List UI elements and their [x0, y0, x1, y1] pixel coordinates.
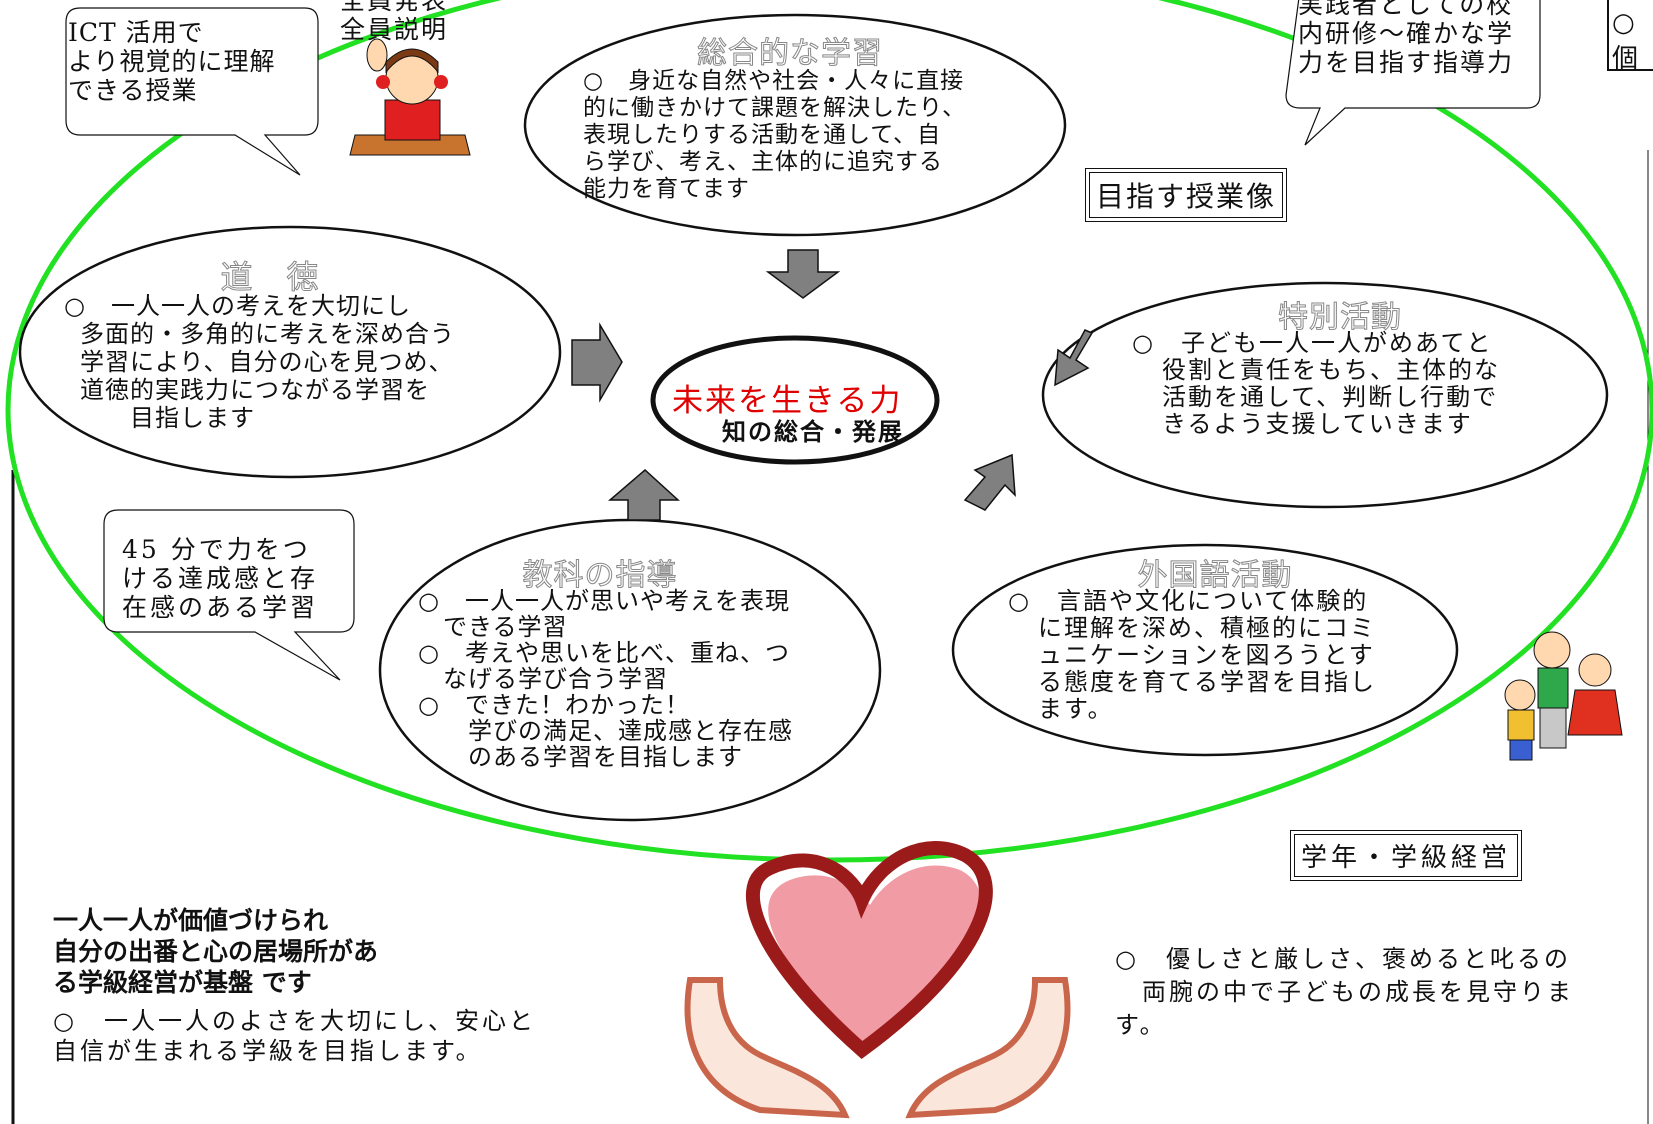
- kyoka-line: できる学習: [418, 613, 568, 641]
- children-illustration: [1504, 631, 1623, 761]
- sogo-line: ○ 身近な自然や社会・人々に直接: [583, 68, 965, 94]
- ict-speech-bubble: [65, 7, 319, 176]
- tokubetsu-ellipse: [1041, 281, 1609, 509]
- corner-box: [1607, 0, 1653, 71]
- ict-line: より視覚的に理解: [68, 47, 276, 76]
- sogo-line: 的に働きかけて課題を解決したり、: [583, 95, 967, 121]
- dotoku-ellipse: [18, 225, 562, 479]
- bubble-45-line: 45 分で力をつ: [122, 535, 311, 564]
- center-title: 未来を生きる力: [672, 383, 903, 419]
- caption-line: 全員説明: [340, 15, 449, 44]
- gakunen-label: 学年・学級経営: [1294, 834, 1519, 877]
- kyoka-title: 教科の指導: [522, 558, 678, 594]
- teacher-illustration: [349, 38, 471, 156]
- center-ellipse: [650, 335, 940, 465]
- bubble-45-text: 45 分で力をつ ける達成感と存 在感のある学習: [122, 535, 318, 622]
- bottom-left-line: 自信が生まれる学級を目指します。: [53, 1037, 483, 1065]
- arrow-up: [607, 468, 680, 521]
- gakunen-label-box: 学年・学級経営: [1290, 830, 1523, 881]
- tokubetsu-line: 活動を通して、判断し行動で: [1162, 383, 1499, 411]
- bottom-left-text: ○ 一人一人のよさを大切にし、安心と 自信が生まれる学級を目指します。: [53, 1006, 536, 1066]
- top-caption: 全員発表 全員説明: [340, 0, 448, 44]
- gaikokugo-line: る態度を育てる学習を目指し: [1038, 668, 1376, 696]
- dotoku-line: ○ 一人一人の考えを大切にし: [64, 292, 411, 320]
- teacher-line: 力を目指す指導力: [1298, 48, 1515, 77]
- corner-box-text: ○個: [1612, 8, 1639, 74]
- gaikokugo-ellipse: [951, 543, 1459, 757]
- heading-line: 一人一人が価値づけられ: [53, 906, 329, 935]
- arrow-up-left: [963, 453, 1016, 511]
- bottom-right-line: ○ 優しさと厳しさ、褒めると叱るの: [1115, 945, 1571, 973]
- kyoka-line: ○ 一人一人が思いや考えを表現: [418, 587, 790, 615]
- sogo-ellipse: [523, 13, 1067, 237]
- forty-five-min-bubble: [103, 509, 355, 681]
- center-subtitle: 知の総合・発展: [722, 418, 904, 446]
- dotoku-line: 多面的・多角的に考えを深め合う: [80, 320, 455, 348]
- dotoku-line: 目指します: [80, 404, 255, 432]
- gaikokugo-line: ます。: [1038, 695, 1114, 723]
- teacher-line: 内研修～確かな学: [1298, 19, 1515, 48]
- gaikokugo-line: ○ 言語や文化について体験的: [1008, 587, 1369, 615]
- teacher-line: 実践者としての校: [1298, 0, 1514, 19]
- tokubetsu-title: 特別活動: [1278, 300, 1402, 336]
- bottom-left-line: ○ 一人一人のよさを大切にし、安心と: [53, 1007, 536, 1035]
- heart-hands-illustration: [684, 840, 1071, 1119]
- kyoka-line: のある学習を目指します: [418, 743, 743, 771]
- bottom-right-line: 両腕の中で子どもの成長を見守りま: [1115, 978, 1574, 1006]
- bubble-45-line: ける達成感と存: [122, 564, 319, 593]
- goal-label-box: 目指す授業像: [1085, 168, 1288, 222]
- ict-line: できる授業: [68, 76, 198, 105]
- ict-line: ICT 活用で: [68, 18, 204, 47]
- goal-label: 目指す授業像: [1089, 172, 1284, 218]
- dotoku-text: ○ 一人一人の考えを大切にし 多面的・多角的に考えを深め合う 学習により、自分の…: [64, 292, 455, 432]
- arrow-left-up: [1054, 329, 1094, 387]
- heading-line: る学級経営が基盤 です: [53, 968, 312, 997]
- kyoka-text: ○ 一人一人が思いや考えを表現 できる学習 ○ 考えや思いを比べ、重ね、つ なげ…: [418, 588, 793, 770]
- ict-bubble-text: ICT 活用で より視覚的に理解 できる授業: [68, 18, 276, 105]
- sogo-title: 総合的な学習: [697, 36, 883, 72]
- dotoku-line: 学習により、自分の心を見つめ、: [80, 348, 454, 376]
- sogo-line: 能力を育てます: [583, 176, 750, 202]
- tokubetsu-line: きるよう支援していきます: [1162, 410, 1473, 438]
- kyoka-line: ○ 考えや思いを比べ、重ね、つ: [418, 639, 790, 667]
- tokubetsu-text: ○ 子ども一人一人がめあてと 役割と責任をもち、主体的な 活動を通して、判断し行…: [1132, 330, 1500, 438]
- bottom-left-heading: 一人一人が価値づけられ 自分の出番と心の居場所があ る学級経営が基盤 です: [53, 905, 378, 998]
- arrow-right: [571, 322, 623, 403]
- gaikokugo-line: に理解を深め、積極的にコミ: [1038, 614, 1376, 642]
- bottom-right-text: ○ 優しさと厳しさ、褒めると叱るの 両腕の中で子どもの成長を見守りま す。: [1115, 943, 1574, 1042]
- dotoku-line: 道徳的実践力につながる学習を: [80, 376, 430, 404]
- bottom-right-line: す。: [1115, 1011, 1167, 1039]
- bubble-45-line: 在感のある学習: [122, 593, 319, 622]
- sogo-text: ○ 身近な自然や社会・人々に直接 的に働きかけて課題を解決したり、 表現したりす…: [583, 68, 966, 203]
- tokubetsu-line: ○ 子ども一人一人がめあてと: [1132, 329, 1493, 357]
- heading-line: 自分の出番と心の居場所があ: [53, 937, 379, 966]
- gaikokugo-text: ○ 言語や文化について体験的 に理解を深め、積極的にコミ ュニケーションを図ろう…: [1008, 588, 1376, 723]
- gaikokugo-line: ュニケーションを図ろうとす: [1038, 641, 1375, 669]
- kyoka-line: なげる学び合う学習: [418, 665, 668, 693]
- caption-line: 全員発表: [340, 0, 449, 15]
- sogo-line: ら学び、考え、主体的に追究する: [583, 149, 943, 175]
- tokubetsu-line: 役割と責任をもち、主体的な: [1162, 356, 1500, 384]
- teacher-speech-bubble: [1285, 0, 1541, 146]
- dotoku-title: 道 徳: [220, 258, 320, 297]
- gaikokugo-title: 外国語活動: [1137, 558, 1293, 594]
- teacher-bubble-text: 実践者としての校 内研修～確かな学 力を目指す指導力: [1298, 0, 1514, 77]
- kyoka-line: ○ できた！わかった！: [418, 691, 690, 719]
- sogo-line: 表現したりする活動を通して、自: [583, 122, 942, 148]
- arrow-down: [765, 249, 841, 299]
- kyoka-line: 学びの満足、達成感と存在感: [418, 717, 793, 745]
